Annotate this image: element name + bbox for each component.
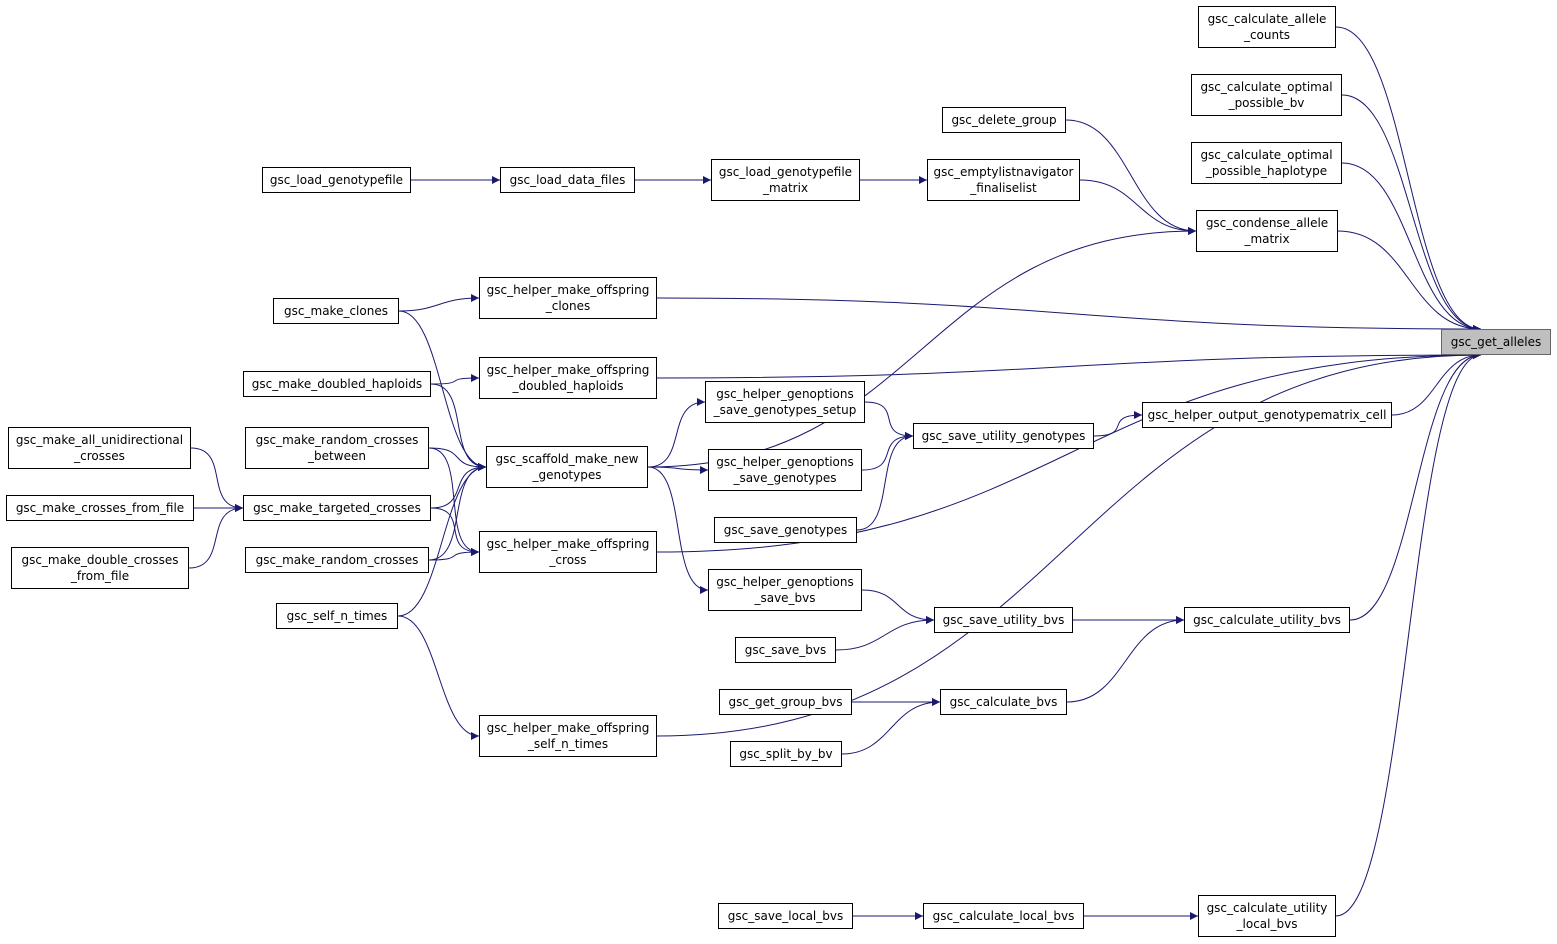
- edge-self-n-to-helper-self: [397, 615, 480, 740]
- node-split-bv[interactable]: gsc_split_by_bv: [730, 741, 842, 767]
- node-genopt-setup[interactable]: gsc_helper_genoptions _save_genotypes_se…: [705, 381, 865, 423]
- node-calc-opt-bv[interactable]: gsc_calculate_optimal _possible_bv: [1191, 74, 1342, 116]
- edge-make-dh-to-helper-dh: [430, 374, 480, 385]
- node-calc-util-local[interactable]: gsc_calculate_utility _local_bvs: [1198, 895, 1336, 937]
- edge-delete-group-to-condense: [1065, 119, 1197, 235]
- edge-targeted-to-helper-cross: [430, 507, 480, 556]
- edge-calc-util-local-to-get-alleles: [1335, 351, 1482, 917]
- edge-targeted-to-scaffold: [430, 463, 487, 509]
- node-genopt-save-geno[interactable]: gsc_helper_genoptions _save_genotypes: [708, 449, 862, 491]
- node-load-genofile[interactable]: gsc_load_genotypefile: [262, 167, 411, 193]
- node-save-util-bvs[interactable]: gsc_save_utility_bvs: [934, 607, 1073, 633]
- node-get-group-bvs[interactable]: gsc_get_group_bvs: [719, 689, 852, 715]
- edge-make-dh-to-scaffold: [430, 383, 487, 471]
- edge-save-util-geno-to-output-cell: [1093, 411, 1143, 437]
- edge-genopt-save-geno-to-save-util-geno: [861, 432, 914, 471]
- node-calc-util-bvs[interactable]: gsc_calculate_utility_bvs: [1184, 607, 1350, 633]
- node-emptylist[interactable]: gsc_emptylistnavigator _finaliselist: [927, 159, 1080, 201]
- edge-save-genotypes-to-save-util-geno: [856, 432, 914, 531]
- edge-scaffold-to-genopt-save-geno: [647, 465, 709, 474]
- node-rand-crosses[interactable]: gsc_make_random_crosses: [245, 547, 429, 573]
- node-helper-clones[interactable]: gsc_helper_make_offspring _clones: [479, 277, 657, 319]
- node-targeted[interactable]: gsc_make_targeted_crosses: [243, 495, 431, 521]
- node-get-alleles[interactable]: gsc_get_alleles: [1441, 329, 1551, 355]
- edge-scaffold-to-genopt-bvs: [647, 466, 709, 594]
- node-scaffold[interactable]: gsc_scaffold_make_new _genotypes: [486, 446, 648, 488]
- node-double-crosses[interactable]: gsc_make_double_crosses _from_file: [11, 547, 189, 589]
- edge-calc-util-bvs-to-get-alleles: [1349, 351, 1482, 621]
- edge-calc-bvs-to-calc-util-bvs: [1066, 616, 1185, 703]
- edge-rand-between-to-helper-cross: [428, 447, 480, 556]
- edge-split-bv-to-calc-bvs: [841, 698, 941, 755]
- node-helper-dh[interactable]: gsc_helper_make_offspring _doubled_haplo…: [479, 357, 657, 399]
- edge-calc-allele-counts-to-get-alleles: [1335, 26, 1482, 333]
- node-genopt-bvs[interactable]: gsc_helper_genoptions _save_bvs: [708, 569, 862, 611]
- edge-genopt-setup-to-save-util-geno: [864, 401, 914, 440]
- node-rand-between[interactable]: gsc_make_random_crosses _between: [245, 427, 429, 469]
- node-calc-allele-counts[interactable]: gsc_calculate_allele _counts: [1198, 6, 1336, 48]
- edge-genopt-bvs-to-save-util-bvs: [861, 589, 935, 624]
- edge-rand-crosses-to-scaffold: [428, 463, 487, 561]
- edge-emptylist-to-condense: [1079, 179, 1197, 235]
- node-save-util-geno[interactable]: gsc_save_utility_genotypes: [913, 423, 1094, 449]
- edge-scaffold-to-genopt-setup: [647, 398, 706, 468]
- node-calc-opt-hap[interactable]: gsc_calculate_optimal _possible_haplotyp…: [1191, 142, 1342, 184]
- edge-rand-crosses-to-helper-cross: [428, 548, 480, 561]
- edge-calc-opt-hap-to-get-alleles: [1341, 162, 1482, 333]
- node-save-local[interactable]: gsc_save_local_bvs: [718, 903, 853, 929]
- edge-condense-to-get-alleles: [1337, 230, 1482, 333]
- node-self-n[interactable]: gsc_self_n_times: [276, 603, 398, 629]
- edge-double-crosses-to-targeted: [188, 504, 244, 569]
- edge-self-n-to-scaffold: [397, 463, 487, 617]
- node-helper-self[interactable]: gsc_helper_make_offspring _self_n_times: [479, 715, 657, 757]
- node-output-cell[interactable]: gsc_helper_output_genotypematrix_cell: [1142, 402, 1392, 428]
- edge-all-unidir-to-targeted: [190, 447, 244, 512]
- edge-rand-between-to-scaffold: [428, 447, 487, 471]
- edge-make-clones-to-helper-clones: [398, 294, 480, 312]
- node-condense[interactable]: gsc_condense_allele _matrix: [1196, 210, 1338, 252]
- edge-calc-opt-bv-to-get-alleles: [1341, 94, 1482, 333]
- node-save-bvs[interactable]: gsc_save_bvs: [735, 637, 836, 663]
- node-calc-local[interactable]: gsc_calculate_local_bvs: [923, 903, 1084, 929]
- node-crosses-file[interactable]: gsc_make_crosses_from_file: [6, 495, 194, 521]
- node-calc-bvs[interactable]: gsc_calculate_bvs: [940, 689, 1067, 715]
- node-helper-cross[interactable]: gsc_helper_make_offspring _cross: [479, 531, 657, 573]
- edge-helper-clones-to-get-alleles: [656, 297, 1482, 333]
- node-make-dh[interactable]: gsc_make_doubled_haploids: [243, 371, 431, 397]
- node-make-clones[interactable]: gsc_make_clones: [273, 298, 399, 324]
- node-delete-group[interactable]: gsc_delete_group: [942, 107, 1066, 133]
- node-load-genofile-matrix[interactable]: gsc_load_genotypefile _matrix: [711, 159, 860, 201]
- edge-output-cell-to-get-alleles: [1391, 351, 1482, 416]
- edge-helper-dh-to-get-alleles: [656, 351, 1482, 379]
- node-all-unidir[interactable]: gsc_make_all_unidirectional _crosses: [8, 427, 191, 469]
- edge-save-bvs-to-save-util-bvs: [835, 616, 935, 651]
- edge-make-clones-to-scaffold: [398, 310, 487, 471]
- node-save-genotypes[interactable]: gsc_save_genotypes: [714, 517, 857, 543]
- node-load-data-files[interactable]: gsc_load_data_files: [500, 167, 635, 193]
